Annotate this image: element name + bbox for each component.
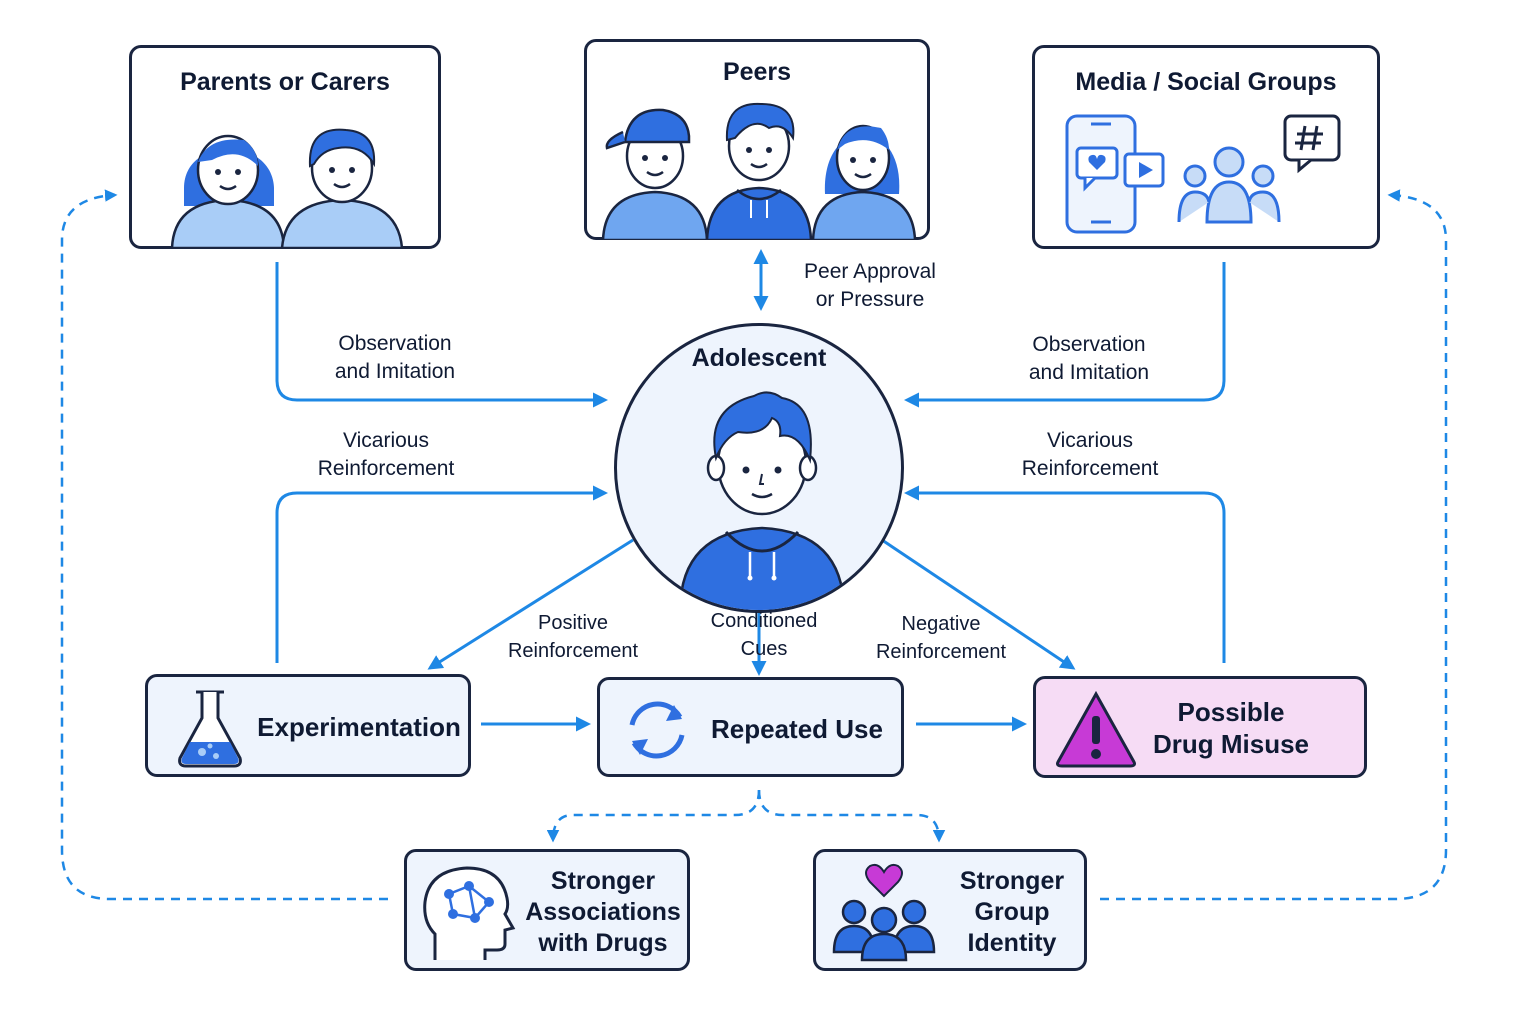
label-positive-reinforcement: Positive Reinforcement (507, 612, 639, 662)
label-conditioned-cues: Conditioned Cues (710, 610, 818, 660)
brain-network-icon (423, 866, 516, 960)
arrow-negative-reinforcement (881, 538, 1076, 670)
repeated-use-box[interactable]: Repeated Use (597, 677, 904, 777)
group-identity-box[interactable]: Stronger Group Identity (813, 849, 1087, 971)
experimentation-label: Experimentation (257, 712, 461, 742)
label-vicarious-right: Vicarious Reinforcement (1021, 429, 1159, 480)
peers-icon (601, 102, 917, 240)
adolescent-icon (678, 391, 846, 610)
parents-icon (170, 128, 404, 248)
arrow-parents-to-adolescent (275, 262, 608, 408)
label-observation-left: Observation and Imitation (334, 332, 456, 383)
arrow-positive-reinforcement (427, 538, 634, 670)
media-title: Media / Social Groups (1075, 68, 1337, 96)
arrow-experimentation-vicarious (275, 485, 608, 663)
parents-title: Parents or Carers (180, 68, 390, 96)
repeated-use-label: Repeated Use (711, 714, 883, 744)
label-observation-right: Observation and Imitation (1028, 333, 1150, 384)
parents-box[interactable]: Parents or Carers (129, 45, 441, 249)
media-icon (1065, 114, 1341, 234)
adolescent-title: Adolescent (691, 344, 827, 372)
drug-misuse-label: Possible Drug Misuse (1152, 697, 1310, 759)
group-identity-label: Stronger Group Identity (959, 867, 1065, 957)
label-peer-approval: Peer Approval or Pressure (804, 260, 936, 311)
warning-icon (1056, 690, 1136, 768)
group-heart-icon (832, 863, 936, 962)
associations-box[interactable]: Stronger Associations with Drugs (404, 849, 690, 971)
flask-icon (178, 690, 242, 768)
adolescent-node[interactable]: Adolescent (614, 323, 904, 613)
drug-misuse-box[interactable]: Possible Drug Misuse (1033, 676, 1367, 778)
associations-label: Stronger Associations with Drugs (525, 867, 681, 957)
dashed-repeated-to-identity (757, 789, 946, 843)
peers-title: Peers (722, 58, 792, 86)
dashed-repeated-to-associations (546, 789, 761, 843)
arrow-misuse-vicarious (904, 485, 1226, 663)
dashed-identity-to-media (1100, 189, 1448, 901)
refresh-icon (629, 701, 685, 759)
label-vicarious-left: Vicarious Reinforcement (317, 429, 455, 480)
peers-box[interactable]: Peers (584, 39, 930, 240)
label-negative-reinforcement: Negative Reinforcement (875, 613, 1007, 663)
arrow-media-to-adolescent (904, 262, 1226, 408)
experimentation-box[interactable]: Experimentation (145, 674, 471, 777)
media-box[interactable]: Media / Social Groups (1032, 45, 1380, 249)
dashed-associations-to-parents (60, 189, 388, 901)
